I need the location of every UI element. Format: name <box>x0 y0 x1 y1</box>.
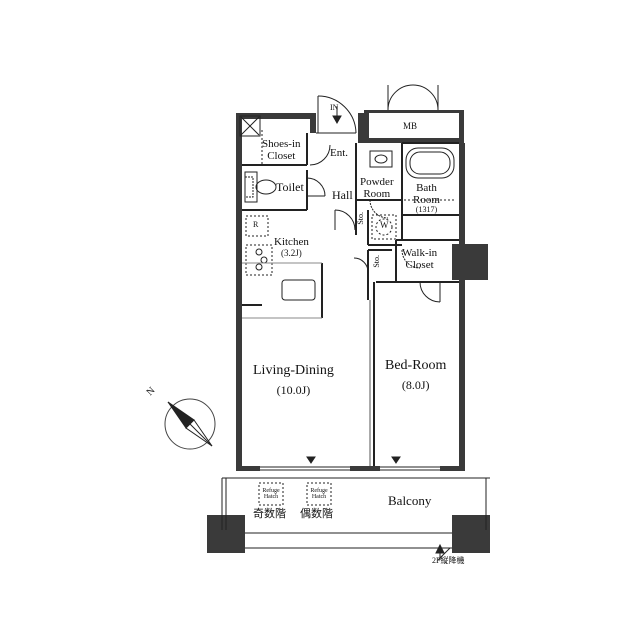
compass-icon <box>164 398 216 450</box>
powder-room-line2: Room <box>363 187 391 200</box>
mb-label: MB <box>403 121 418 131</box>
hall-label: Hall <box>332 188 353 202</box>
in-label: IN <box>330 103 339 112</box>
storage-mid-label: Sto. <box>372 255 381 268</box>
odd-floors-label: 奇数階 <box>253 508 286 520</box>
kitchen-label: Kitchen (3.2J) <box>274 236 309 258</box>
refuge-hatch-2-label: Refuge Hatch <box>309 488 329 500</box>
balcony-label: Balcony <box>388 493 432 508</box>
refuge-hatch-1-line2: Hatch <box>263 494 279 500</box>
walk-in-closet-label: Walk-in Closet <box>402 247 438 271</box>
washer-label: W <box>380 220 389 230</box>
ladder-note-label: 2F縦降機 <box>432 556 465 565</box>
powder-room-line1: Powder <box>360 176 394 188</box>
shoes-in-closet-line1: Shoes-in <box>262 138 301 150</box>
refuge-hatch-1-label: Refuge Hatch <box>261 488 281 500</box>
living-dining-line2: (10.0J) <box>276 382 311 397</box>
powder-room-label: Powder Room <box>360 176 394 200</box>
bath-room-line3: (1317) <box>415 205 438 215</box>
bed-room-line1: Bed-Room <box>385 358 447 373</box>
refuge-hatch-2-line2: Hatch <box>311 494 327 500</box>
bath-room-label: Bath Room (1317) <box>413 182 440 215</box>
refrigerator-label: R <box>253 220 259 229</box>
walk-in-closet-line1: Walk-in <box>402 247 438 259</box>
entrance-label: Ent. <box>330 147 349 159</box>
bath-room-line1: Bath <box>416 182 437 194</box>
bed-room-line2: (8.0J) <box>401 377 430 392</box>
living-dining-label: Living-Dining (10.0J) <box>253 363 334 397</box>
outer-walls <box>207 110 490 553</box>
interior-walls <box>242 133 459 466</box>
walk-in-closet-line2: Closet <box>405 258 434 271</box>
storage-top-label: Sto. <box>356 212 365 225</box>
bath-room-line2: Room <box>413 193 440 206</box>
kitchen-line1: Kitchen <box>274 236 309 248</box>
shoes-in-closet-line2: Closet <box>267 149 296 162</box>
bed-room-label: Bed-Room (8.0J) <box>385 358 447 392</box>
refuge-hatch-2-line1: Refuge <box>310 488 328 494</box>
kitchen-line2: (3.2J) <box>281 247 302 258</box>
refuge-hatch-1-line1: Refuge <box>262 488 280 494</box>
shoes-in-closet-label: Shoes-in Closet <box>262 138 301 162</box>
toilet-label: Toilet <box>276 180 304 194</box>
even-floors-label: 偶数階 <box>300 508 333 520</box>
living-dining-line1: Living-Dining <box>253 363 334 378</box>
